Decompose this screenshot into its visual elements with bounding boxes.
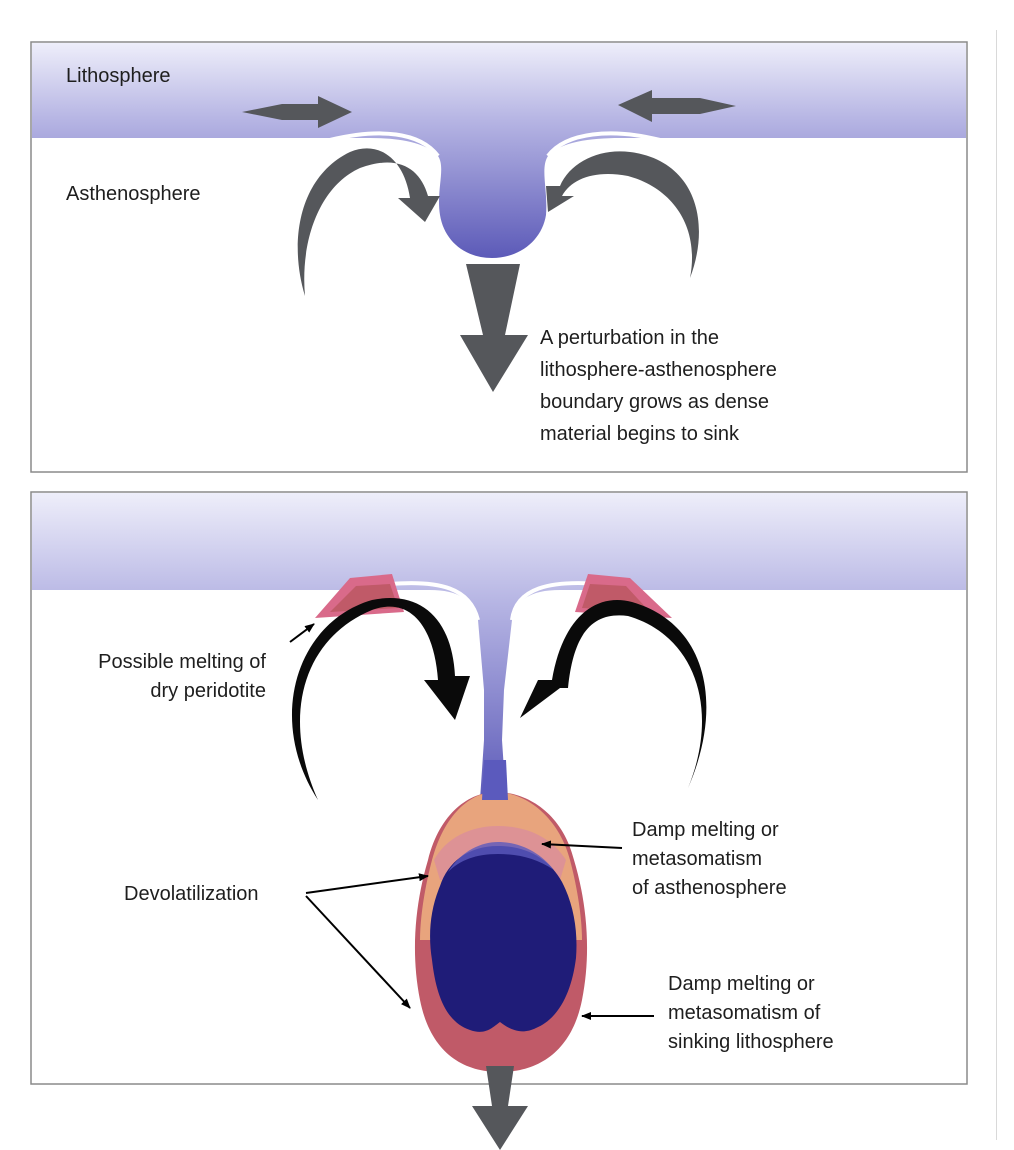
caption-line: boundary grows as dense <box>540 391 770 413</box>
blob-core <box>430 846 577 1032</box>
caption-line: A perturbation in the <box>540 327 720 349</box>
page-divider <box>996 30 997 1140</box>
caption-line: lithosphere-asthenosphere <box>540 359 777 381</box>
pointer-devolatilization-lower <box>305 895 411 1009</box>
damp-lithosphere-line: Damp melting or <box>668 973 815 995</box>
damp-lithosphere-line: sinking lithosphere <box>668 1031 834 1053</box>
caption-line: material begins to sink <box>540 423 739 445</box>
asthenosphere-label: Asthenosphere <box>66 183 201 205</box>
devolatilization-label: Devolatilization <box>124 883 259 905</box>
convection-arrow-right <box>546 151 699 278</box>
convection-arrow-right-black <box>520 600 707 788</box>
damp-asthenosphere-line: of asthenosphere <box>632 877 787 899</box>
panel-top <box>30 41 968 473</box>
boundary-highlight-left <box>329 131 440 158</box>
lithosphere-layer-bottom <box>32 493 966 800</box>
dry-melting-line: dry peridotite <box>150 680 266 702</box>
damp-lithosphere-line: metasomatism of <box>668 1002 821 1024</box>
drip-neck <box>482 760 508 800</box>
sinking-arrow-top <box>460 264 528 392</box>
panel-bottom <box>30 491 968 1150</box>
convection-arrow-left <box>297 148 440 296</box>
lithosphere-layer-top <box>32 43 966 258</box>
sinking-arrow-bottom <box>472 1066 528 1150</box>
boundary-highlight-right-b <box>510 581 601 621</box>
pointer-devolatilization-upper <box>305 873 429 894</box>
damp-asthenosphere-line: Damp melting or <box>632 819 779 841</box>
boundary-highlight-left-b <box>389 581 480 621</box>
boundary-highlight-right <box>546 131 661 158</box>
pointer-dry-melting <box>289 623 315 643</box>
damp-asthenosphere-line: metasomatism <box>632 848 763 870</box>
damp-lithosphere-label: Damp melting or metasomatism of sinking … <box>668 970 834 1057</box>
convection-arrow-left-black <box>291 598 470 800</box>
dry-melting-line: Possible melting of <box>98 651 266 673</box>
pointer-damp-asthenosphere <box>541 840 623 849</box>
blob-core-edge <box>448 842 554 872</box>
lithosphere-label: Lithosphere <box>66 65 171 87</box>
perturbation-caption: A perturbation in the lithosphere-asthen… <box>540 322 777 450</box>
damp-asthenosphere-label: Damp melting or metasomatism of asthenos… <box>632 816 787 903</box>
dry-melting-label: Possible melting of dry peridotite <box>54 648 266 706</box>
lateral-arrow-left <box>242 96 352 128</box>
lateral-arrow-right <box>618 90 736 122</box>
